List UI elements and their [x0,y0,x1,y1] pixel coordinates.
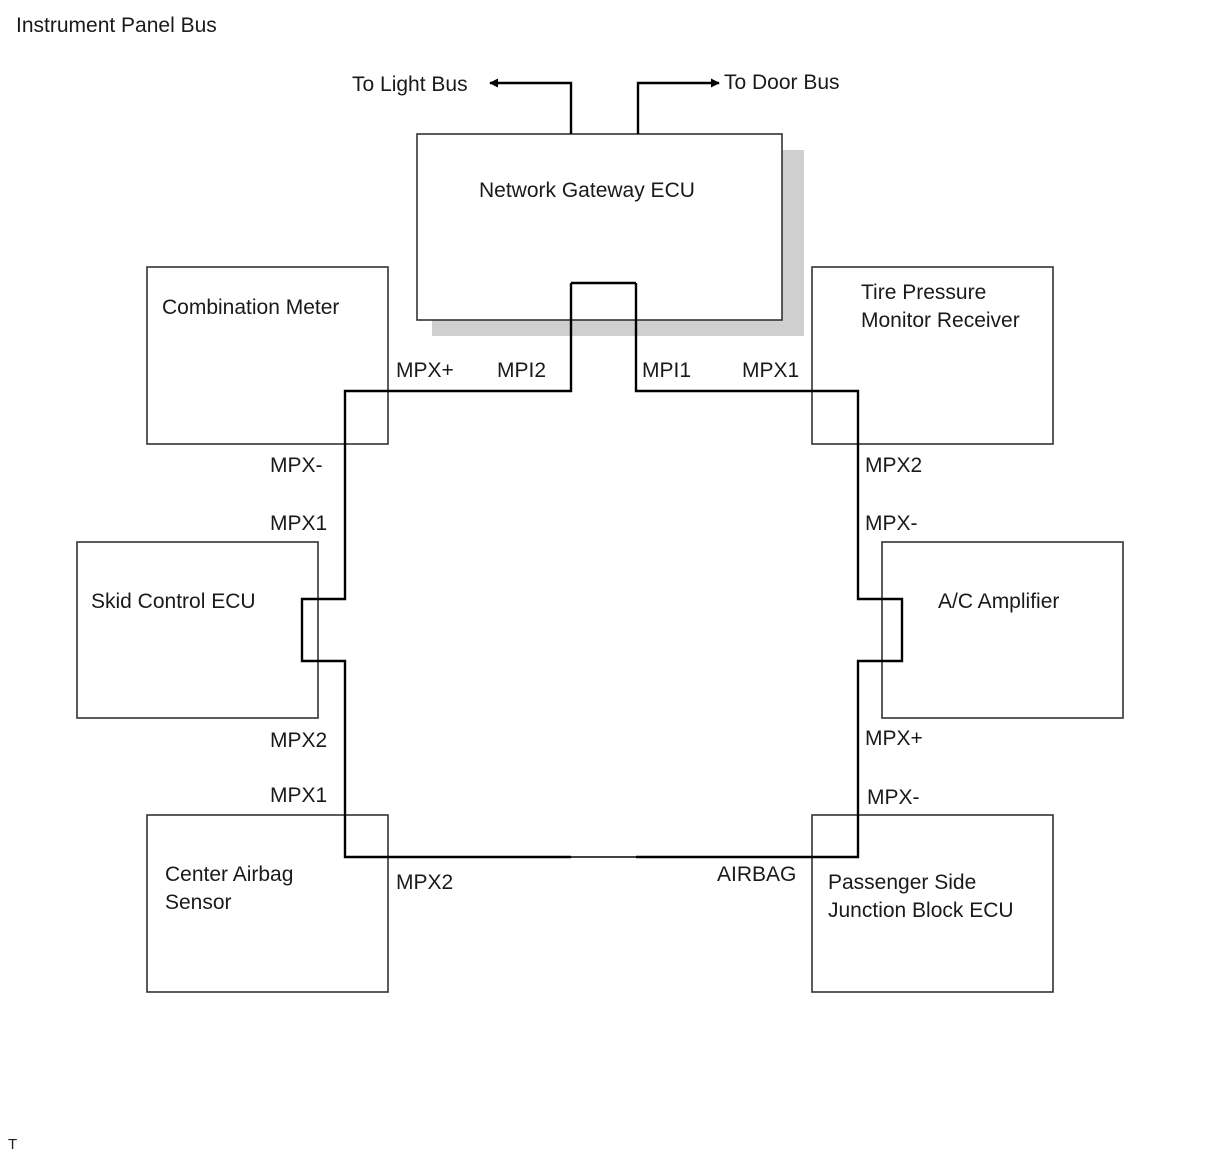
pin-label-meter-mpx-minus: MPX- [270,454,323,477]
pin-label-jb-airbag: AIRBAG [717,863,796,886]
center-airbag-sensor-label: Center Airbag Sensor [165,863,299,914]
bus-wire-left [300,283,573,859]
combination-meter-box [146,266,389,445]
to-door-bus-label: To Door Bus [724,71,840,94]
pin-label-jb-mpx-minus: MPX- [867,786,920,809]
pin-label-skid-mpx2: MPX2 [270,729,327,752]
pin-label-skid-mpx1: MPX1 [270,512,327,535]
ac-amplifier-box [881,541,1124,719]
pin-label-tire-mpx1: MPX1 [742,359,799,382]
light-bus-wire [489,78,573,134]
door-bus-wire [636,78,720,134]
pin-label-tire-mpx2: MPX2 [865,454,922,477]
pin-label-gateway-mpi1: MPI1 [642,359,691,382]
footer-mark: T [8,1136,17,1153]
pin-label-ac-mpx-plus: MPX+ [865,727,923,750]
center-airbag-sensor-box [146,814,389,993]
tire-pressure-monitor-receiver-label: Tire Pressure Monitor Receiver [861,281,1020,332]
bus-wire-right [634,283,904,859]
network-gateway-ecu-label: Network Gateway ECU [479,179,695,202]
pin-label-gateway-mpi2: MPI2 [497,359,546,382]
pin-label-ac-mpx-minus: MPX- [865,512,918,535]
network-gateway-ecu-box [416,133,783,321]
skid-control-ecu-label: Skid Control ECU [91,590,256,613]
pin-label-meter-mpx-plus: MPX+ [396,359,454,382]
pin-label-airbag-mpx2: MPX2 [396,871,453,894]
to-light-bus-label: To Light Bus [352,73,468,96]
combination-meter-label: Combination Meter [162,296,339,319]
diagram-title: Instrument Panel Bus [16,14,217,37]
passenger-side-junction-block-ecu-box [811,814,1054,993]
skid-control-ecu-box [76,541,319,719]
pin-label-airbag-mpx1: MPX1 [270,784,327,807]
ac-amplifier-label: A/C Amplifier [938,590,1059,613]
passenger-side-junction-block-ecu-label: Passenger Side Junction Block ECU [828,871,1014,922]
tire-pressure-monitor-receiver-box [811,266,1054,445]
